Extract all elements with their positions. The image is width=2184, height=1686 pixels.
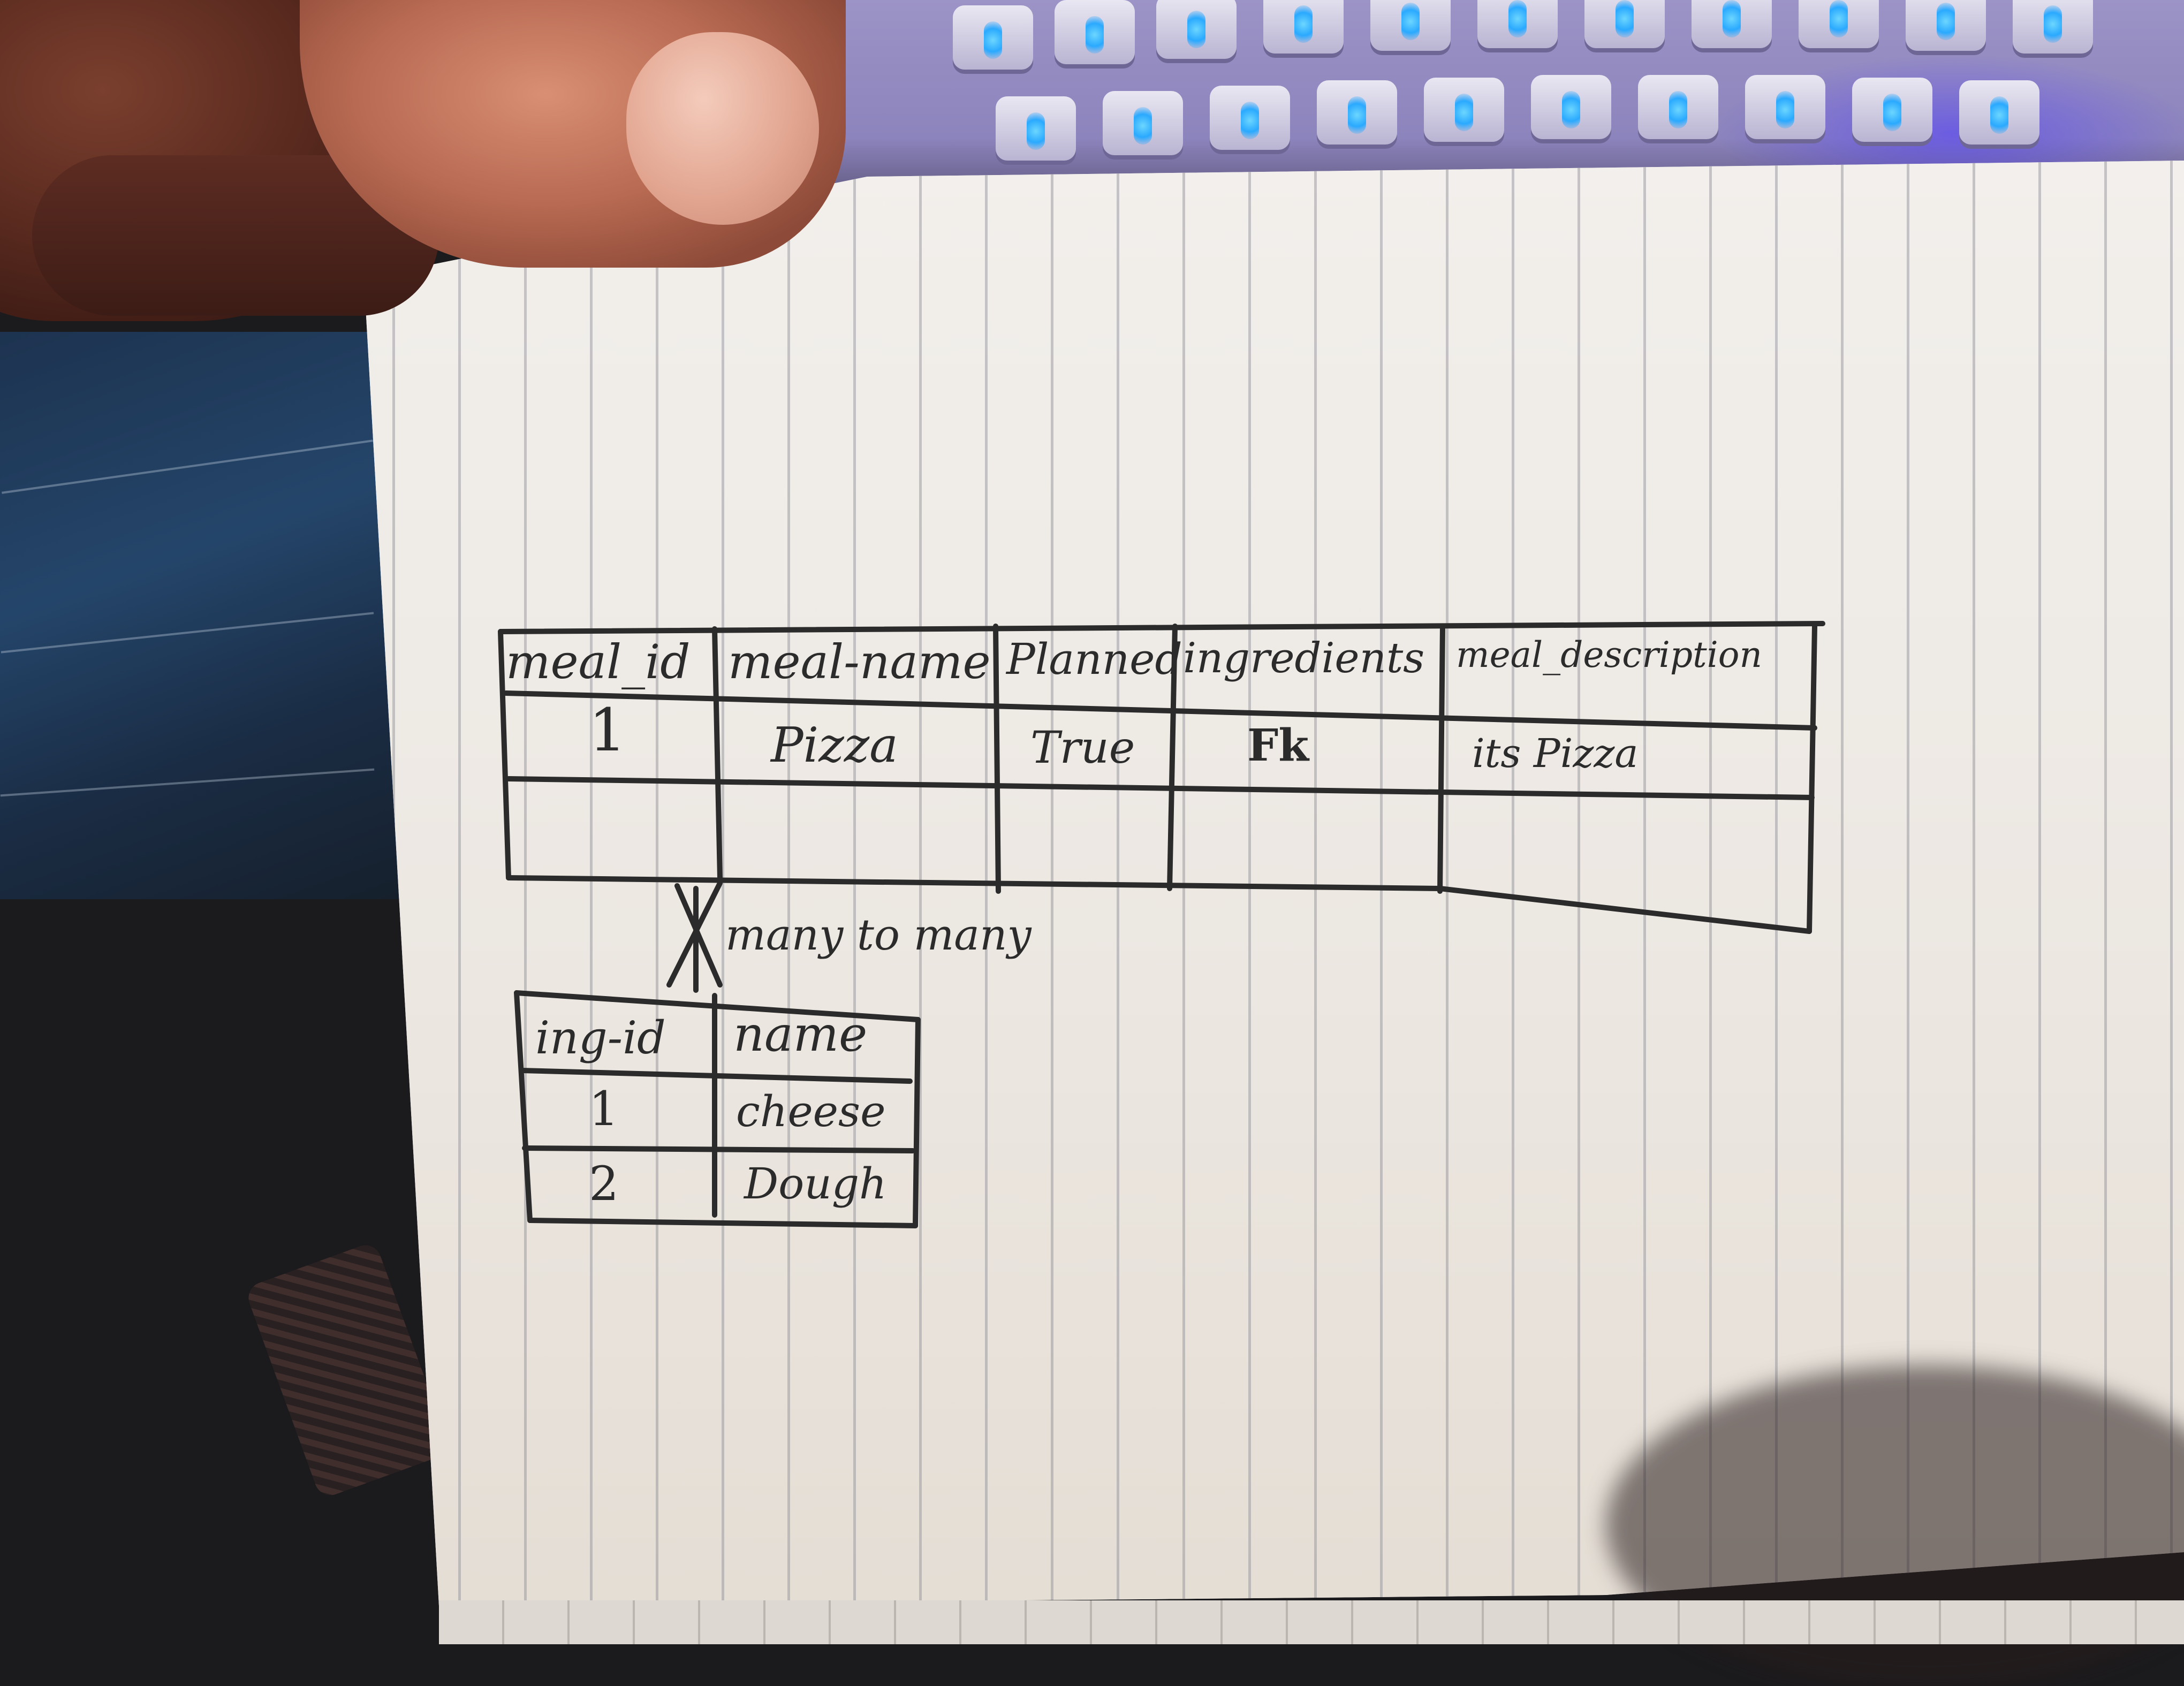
notebook-page-edge <box>439 1600 2184 1644</box>
meals-header-ingredients: ingredients <box>1183 634 1425 682</box>
keycap <box>1906 0 1986 51</box>
keycap <box>1370 0 1451 51</box>
meals-header-meal-id: meal_id <box>506 634 691 689</box>
meals-table-divider-4 <box>1437 624 1445 894</box>
keycap <box>1477 0 1558 48</box>
meals-table-row-line <box>506 776 1815 800</box>
meals-table-top-border <box>498 621 1825 634</box>
relationship-label: many to many <box>725 910 1032 960</box>
keycap <box>1055 0 1135 64</box>
meals-header-planned: Planned <box>1006 634 1182 684</box>
meals-cell-ingredients: Fk <box>1247 720 1309 771</box>
keycap <box>1317 80 1397 145</box>
meals-table-header-line <box>503 690 1817 731</box>
keycap <box>1692 0 1772 48</box>
keycap <box>1531 75 1611 139</box>
keycap <box>1156 0 1237 59</box>
ingredients-cell-name: Dough <box>744 1159 887 1209</box>
keycap <box>1210 86 1290 150</box>
keycap <box>953 5 1033 70</box>
thumbnail <box>626 32 819 225</box>
meals-cell-planned: True <box>1030 723 1135 773</box>
meals-table-divider-3 <box>1167 624 1178 891</box>
notebook-page <box>364 161 2184 1606</box>
keycap <box>1263 0 1344 54</box>
ingredients-table-right-border <box>913 1017 921 1228</box>
meals-table-bottom-border <box>506 875 1812 934</box>
ingredients-cell-id: 1 <box>589 1081 619 1136</box>
meals-table-divider-2 <box>993 624 1001 894</box>
meals-table-right-border <box>1807 624 1817 934</box>
ingredients-header-ing-id: ing-id <box>535 1012 666 1064</box>
ingredients-table-left-border <box>514 990 533 1223</box>
meals-header-meal-description: meal_description <box>1456 634 1763 675</box>
meals-header-meal-name: meal-name <box>728 634 991 689</box>
meals-cell-meal-name: Pizza <box>771 717 898 773</box>
meals-table-divider-1 <box>712 626 723 880</box>
keycap <box>2013 0 2093 54</box>
keycap <box>1584 0 1665 48</box>
keycap <box>996 96 1076 161</box>
handdrawn-diagram-lines <box>498 621 1825 1228</box>
ingredients-header-name: name <box>733 1006 868 1062</box>
keycap <box>1103 91 1183 155</box>
keycap <box>1745 75 1825 139</box>
keycap <box>1638 75 1718 139</box>
meals-cell-meal-description: its Pizza <box>1472 731 1639 777</box>
ingredients-table-row-line <box>522 1145 915 1153</box>
meals-cell-meal-id: 1 <box>589 696 626 764</box>
ingredients-cell-name: cheese <box>736 1087 886 1136</box>
keycap <box>1959 80 2039 145</box>
desk-mat <box>0 332 407 899</box>
meals-table-left-border <box>498 629 511 880</box>
keycap <box>1799 0 1879 48</box>
ingredients-cell-id: 2 <box>589 1156 619 1211</box>
keycap <box>1852 78 1932 142</box>
ingredients-table-bottom-border <box>527 1218 918 1228</box>
keycap <box>1424 78 1504 142</box>
